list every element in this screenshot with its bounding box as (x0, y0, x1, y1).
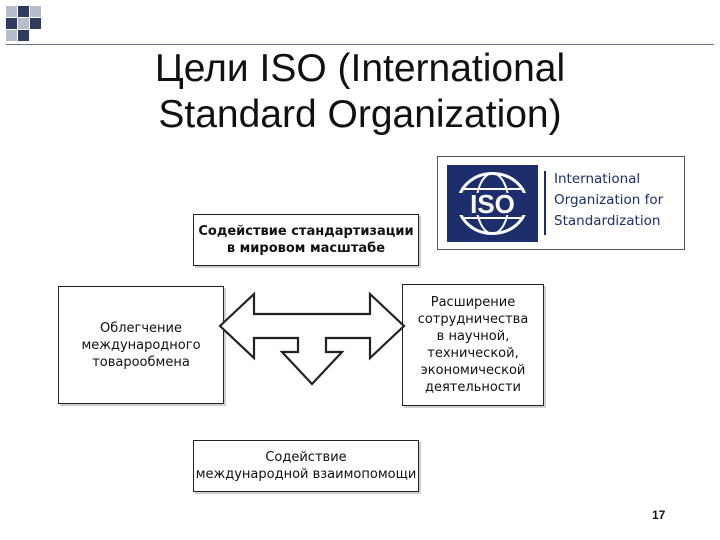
box-line: в мировом масштабе (226, 241, 386, 256)
title-line: Standard Organization) (158, 93, 562, 136)
goal-box-bottom: Содействие международной взаимопомощи (193, 440, 419, 492)
iso-globe-logo-icon: ISO (447, 165, 538, 242)
box-line: сотрудничества (417, 312, 529, 327)
corner-square (6, 18, 17, 29)
globe-icon: ISO (451, 172, 534, 235)
iso-logo: ISO International Organization for Stand… (437, 156, 685, 250)
corner-square (18, 18, 29, 29)
logo-divider (544, 171, 546, 235)
corner-square (30, 6, 41, 17)
box-line: Расширение (430, 295, 516, 310)
header-rule (6, 44, 714, 45)
goal-box-top: Содействие стандартизации в мировом масш… (193, 214, 419, 266)
slide-title: Цели ISO (International Standard Organiz… (60, 46, 660, 138)
title-line: Цели ISO (International (154, 47, 566, 90)
corner-square (18, 6, 29, 17)
goal-box-left: Облегчение международного товарообмена (58, 286, 224, 404)
box-line: международной взаимопомощи (195, 467, 417, 482)
logo-line: Standardization (554, 213, 661, 229)
box-line: деятельности (425, 380, 521, 395)
box-line: экономической (420, 363, 526, 378)
page-number: 17 (652, 508, 666, 522)
box-line: товарообмена (92, 354, 190, 370)
logo-line: Organization for (554, 192, 664, 208)
logo-mark-text: ISO (470, 189, 515, 219)
box-line: Содействие (265, 450, 347, 465)
box-line: технической, (427, 346, 519, 361)
logo-line: International (554, 171, 641, 187)
three-way-arrow-icon (218, 291, 406, 386)
box-line: Содействие стандартизации (198, 224, 414, 239)
box-line: Облегчение (99, 320, 182, 336)
corner-square (6, 30, 17, 41)
box-line: международного (81, 337, 201, 353)
corner-square (6, 6, 17, 17)
corner-square (18, 30, 29, 41)
logo-text: International Organization for Standardi… (554, 169, 684, 232)
goal-box-right: Расширение сотрудничества в научной, тех… (402, 284, 544, 406)
box-line: в научной, (436, 329, 510, 344)
arrow-shape (218, 291, 406, 386)
corner-square (30, 18, 41, 29)
